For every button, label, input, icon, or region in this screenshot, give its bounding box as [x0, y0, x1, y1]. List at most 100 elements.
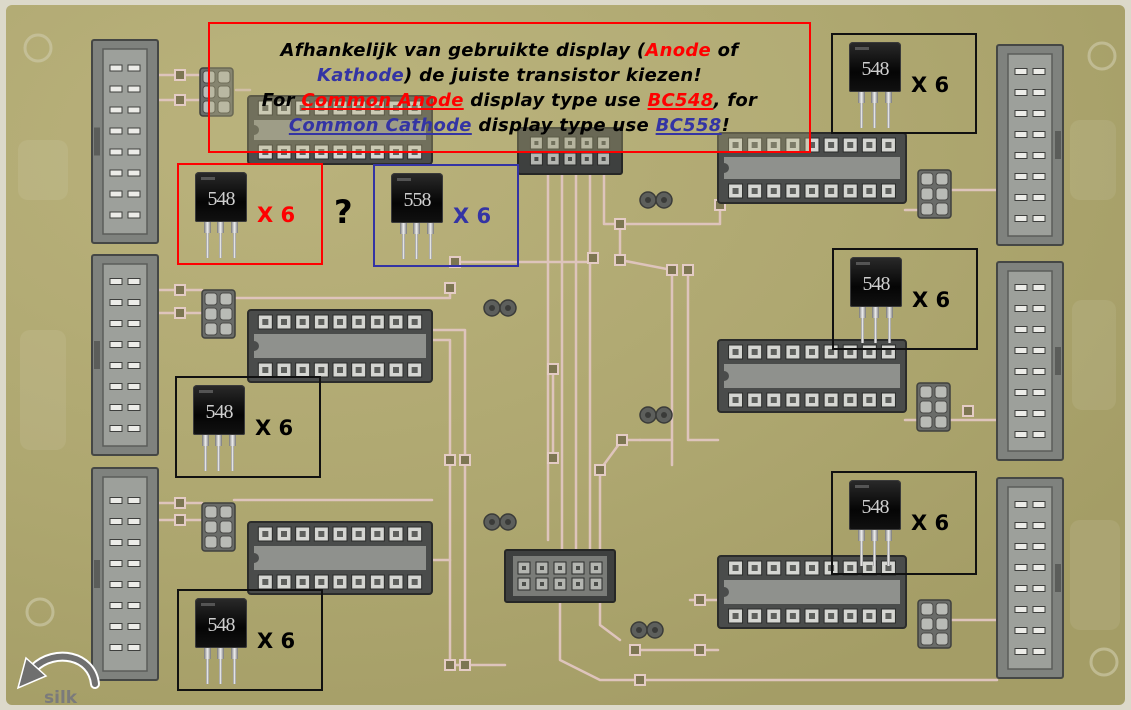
socket-pin-hole [828, 349, 835, 355]
header-pin [1014, 347, 1028, 354]
bc548-link[interactable]: BC548 [647, 90, 714, 111]
jumper-pin [204, 505, 218, 519]
socket-pin-hole [866, 613, 873, 619]
common-cathode-link[interactable]: Common Cathode [288, 115, 472, 136]
jumper-pin [934, 385, 948, 399]
jumper-pin [204, 307, 218, 321]
transistor-leg [202, 435, 209, 471]
jumper-pin [935, 602, 949, 616]
header-pin [1032, 389, 1046, 396]
copper-trace [430, 328, 467, 462]
header-slot [102, 48, 148, 235]
header-pin [1032, 194, 1046, 201]
bc558-link[interactable]: BC558 [655, 115, 722, 136]
socket-pin-hole [885, 565, 892, 571]
header-pin [109, 85, 123, 93]
socket-pin-hole [262, 105, 269, 111]
socket-pin-hole [262, 367, 269, 373]
jumper-block [201, 289, 236, 339]
socket-pin-hole [847, 188, 854, 194]
header-pin [1014, 305, 1028, 312]
socket-pin-hole [847, 349, 854, 355]
header-pin-hole [558, 582, 562, 586]
pin-header [91, 467, 159, 681]
header-pin-hole [576, 582, 580, 586]
transistor-box-left-bottom: 548 X 6 [177, 589, 323, 691]
socket-pin-hole [885, 397, 892, 403]
header-pin [1014, 501, 1028, 508]
socket-pin-hole [262, 579, 269, 585]
socket-pin-hole [281, 105, 287, 111]
notice-line-2: Kathode) de juiste transistor kiezen! [210, 63, 809, 88]
header-pin [1032, 564, 1046, 571]
silkscreen-ghost [18, 140, 68, 200]
socket-pin-hole [828, 188, 835, 194]
transistor-box-cathode-option: 558 X 6 [373, 164, 519, 267]
header-pin [1032, 522, 1046, 529]
jumper-pin [935, 187, 949, 201]
socket-pin-hole [789, 349, 796, 355]
header-pin [109, 518, 123, 525]
transistor-leg [858, 530, 865, 566]
via-hole [505, 519, 511, 525]
socket-pin-hole [809, 613, 815, 619]
socket-pin-hole [411, 531, 418, 537]
transistor-leg [871, 92, 878, 128]
header-slot [1007, 486, 1053, 670]
header-pin [109, 404, 123, 411]
transistor-box-anode-option: 548 X 6 [177, 163, 323, 265]
header-pin [109, 581, 123, 588]
transistor-leg [859, 307, 866, 343]
via-pair [483, 513, 517, 531]
jumper-pin [219, 535, 233, 549]
mounting-hole [25, 597, 55, 627]
socket-pin-hole [299, 579, 306, 585]
header-pin [1032, 368, 1046, 375]
transistor-box-left-middle: 548 X 6 [175, 376, 321, 478]
header-pin-hole [601, 157, 606, 161]
solder-pad [614, 218, 626, 230]
transistor-marking: 548 [205, 401, 234, 423]
jumper-pin [219, 505, 233, 519]
transistor-marking: 558 [403, 189, 432, 211]
jumper-pin [919, 415, 933, 429]
header-pin [1014, 68, 1028, 75]
header-pin [1032, 173, 1046, 180]
common-anode-link[interactable]: Common Anode [301, 90, 464, 111]
jumper-pin [934, 400, 948, 414]
socket-pin-hole [751, 188, 758, 194]
header-pin-hole [584, 141, 589, 145]
header-pin [127, 644, 141, 651]
header-pin [1032, 152, 1046, 159]
header-pin-hole [534, 141, 539, 145]
socket-pin-hole [789, 188, 796, 194]
jumper-pin [217, 85, 231, 99]
header-pin [1014, 215, 1028, 222]
header-pin [1032, 68, 1046, 75]
socket-pin-hole [337, 367, 343, 373]
anode-term: Anode [645, 40, 712, 61]
socket-pin-hole [770, 188, 777, 194]
solder-pad [694, 644, 706, 656]
header-pin [1032, 89, 1046, 96]
header-pin [109, 278, 123, 285]
socket-pin-hole [885, 142, 892, 148]
socket-pin-hole [374, 105, 381, 111]
header-pin [127, 425, 141, 432]
header-key [94, 341, 100, 369]
socket-channel [254, 120, 426, 140]
socket-pin-hole [355, 367, 362, 373]
header-pin [1032, 606, 1046, 613]
solder-pad [629, 644, 641, 656]
quantity-label: X 6 [453, 204, 492, 228]
solder-pad [459, 454, 471, 466]
solder-pad [444, 454, 456, 466]
socket-pin-hole [299, 367, 306, 373]
solder-pad [614, 254, 626, 266]
transistor-marking: 548 [861, 58, 890, 80]
header-pin-hole [568, 157, 572, 161]
header-pin [1014, 522, 1028, 529]
silk-toggle-button[interactable]: silk [16, 651, 100, 708]
header-pin-hole [540, 566, 544, 570]
socket-pin-hole [337, 531, 343, 537]
